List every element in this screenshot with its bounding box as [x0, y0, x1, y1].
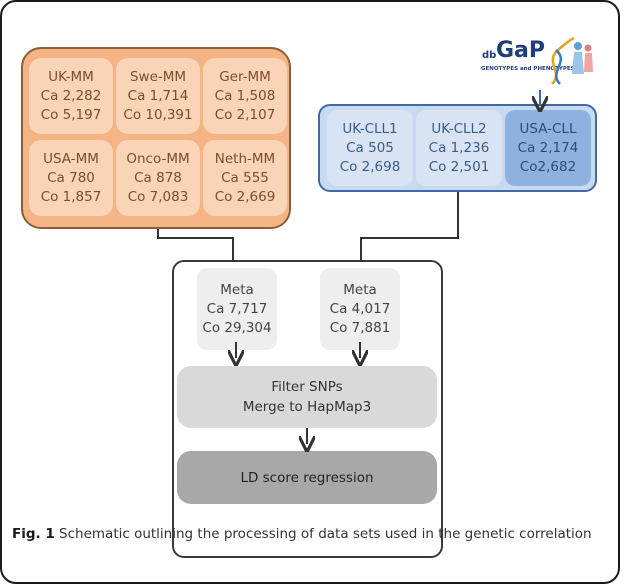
meta-cases: Ca 7,717 — [206, 300, 268, 317]
cohort-name: UK-CLL1 — [342, 120, 398, 137]
cohort-cases: Ca 2,282 — [40, 87, 102, 104]
cohort-name: USA-CLL — [519, 120, 577, 137]
mm-cohort-neth: Neth-MM Ca 555 Co 2,669 — [203, 140, 287, 216]
cohort-controls: Co 2,698 — [339, 158, 401, 175]
cohort-name: Ger-MM — [219, 68, 271, 85]
meta-mm: Meta Ca 7,717 Co 29,304 — [197, 268, 277, 350]
cohort-name: Neth-MM — [214, 150, 276, 167]
logo-db-text: db — [482, 50, 497, 61]
caption-text: Schematic outlining the processing of da… — [54, 526, 592, 542]
cohort-cases: Ca 878 — [134, 169, 182, 186]
cohort-controls: Co 1,857 — [40, 188, 102, 205]
cohort-cases: Ca 1,508 — [214, 87, 276, 104]
cohort-controls: Co 7,083 — [127, 188, 189, 205]
cohort-controls: Co 10,391 — [123, 106, 193, 123]
cohort-name: Onco-MM — [126, 150, 190, 167]
ld-score-regression-step: LD score regression — [177, 451, 437, 504]
mm-cohort-onco: Onco-MM Ca 878 Co 7,083 — [116, 140, 200, 216]
cohort-controls: Co 5,197 — [40, 106, 102, 123]
mm-cohort-ger: Ger-MM Ca 1,508 Co 2,107 — [203, 58, 287, 134]
connector-cll-to-meta — [360, 192, 459, 262]
cohort-controls: Co 2,107 — [214, 106, 276, 123]
ld-label: LD score regression — [240, 469, 374, 486]
cohort-controls: Co2,682 — [519, 158, 577, 175]
mm-cohort-uk: UK-MM Ca 2,282 Co 5,197 — [29, 58, 113, 134]
figure-caption: Fig. 1 Schematic outlining the processin… — [12, 525, 612, 544]
meta-controls: Co 7,881 — [329, 319, 391, 336]
logo-gap-text: GaP — [496, 38, 546, 63]
connector-mm-to-meta — [157, 229, 234, 262]
meta-cases: Ca 4,017 — [329, 300, 391, 317]
dbgap-logo: db GaP GENOTYPES and PHENOTYPES — [474, 34, 596, 90]
cll-cohort-uk1: UK-CLL1 Ca 505 Co 2,698 — [327, 110, 413, 186]
cohort-cases: Ca 1,236 — [428, 139, 490, 156]
cohort-name: Swe-MM — [129, 68, 187, 85]
meta-controls: Co 29,304 — [202, 319, 272, 336]
cohort-cases: Ca 780 — [47, 169, 95, 186]
logo-subtitle: GENOTYPES and PHENOTYPES — [481, 66, 575, 72]
cohort-cases: Ca 505 — [346, 139, 394, 156]
cohort-cases: Ca 2,174 — [517, 139, 579, 156]
filter-line-2: Merge to HapMap3 — [242, 399, 372, 415]
filter-snps-step: Filter SNPs Merge to HapMap3 — [177, 366, 437, 428]
mm-cohort-swe: Swe-MM Ca 1,714 Co 10,391 — [116, 58, 200, 134]
meta-title: Meta — [220, 281, 254, 298]
cohort-name: UK-MM — [48, 68, 94, 85]
cohort-name: USA-MM — [43, 150, 99, 167]
cohort-cases: Ca 1,714 — [127, 87, 189, 104]
meta-cll: Meta Ca 4,017 Co 7,881 — [320, 268, 400, 350]
filter-line-1: Filter SNPs — [271, 379, 343, 395]
dna-helix-icon — [551, 36, 593, 85]
cohort-name: UK-CLL2 — [431, 120, 487, 137]
cll-cohort-usa: USA-CLL Ca 2,174 Co2,682 — [505, 110, 591, 186]
caption-label: Fig. 1 — [12, 526, 55, 542]
cohort-cases: Ca 555 — [221, 169, 269, 186]
cohort-controls: Co 2,669 — [214, 188, 276, 205]
cll-cohort-uk2: UK-CLL2 Ca 1,236 Co 2,501 — [416, 110, 502, 186]
mm-cohort-usa: USA-MM Ca 780 Co 1,857 — [29, 140, 113, 216]
meta-title: Meta — [343, 281, 377, 298]
cohort-controls: Co 2,501 — [428, 158, 490, 175]
